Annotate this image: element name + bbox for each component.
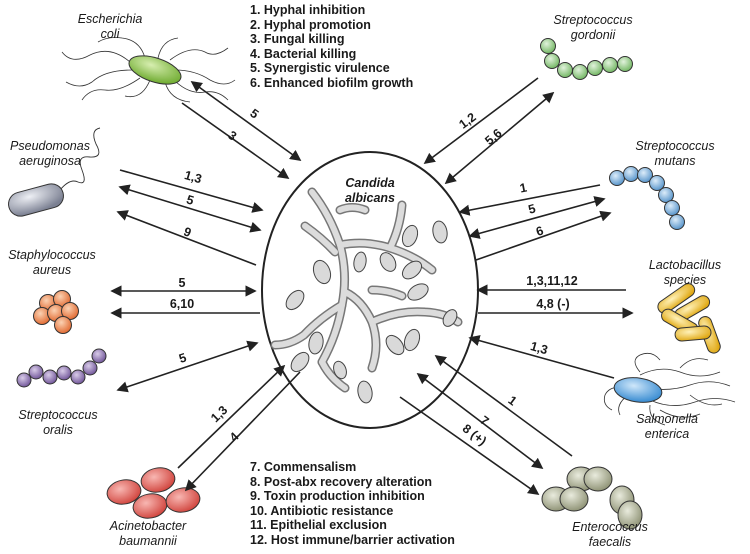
lactobacillus-name-line1: Lactobacillus: [648, 258, 722, 272]
legend-item: 6. Enhanced biofilm growth: [250, 75, 414, 90]
strep-oralis-name-line2: oralis: [43, 423, 73, 437]
arrow-pseudomonas-double: [118, 184, 262, 233]
strep-gordonii-name-line1: Streptococcus: [553, 13, 633, 27]
salmonella-body: [613, 377, 663, 403]
label-salmonella: Salmonella enterica: [617, 412, 717, 442]
strep-oralis-illustration: [16, 348, 107, 388]
label-oralis: 5: [177, 350, 188, 365]
hyphae-fill: [272, 189, 461, 391]
label-mutans-b: 5: [527, 201, 537, 216]
legend-item: 9. Toxin production inhibition: [250, 489, 425, 504]
label-strep-oralis: Streptococcus oralis: [8, 408, 108, 438]
legend-item: 5. Synergistic virulence: [250, 61, 390, 76]
acinetobacter-name-line1: Acinetobacter: [109, 519, 187, 533]
acinetobacter-name-line2: baumannii: [119, 534, 177, 548]
label-lacto-b: 4,8 (-): [536, 297, 569, 311]
strep-gordonii-name-line2: gordonii: [570, 28, 616, 42]
legend-item: 1. Hyphal inhibition: [250, 3, 366, 17]
arrow-e-coli-to-candida: [181, 102, 290, 179]
e-coli-illustration: [61, 37, 236, 103]
label-enterococcus-b: 7: [477, 413, 491, 428]
arrow-enterococcus-double: [416, 372, 544, 470]
pseudomonas-illustration: [8, 127, 101, 217]
candida-cell-group: [261, 151, 479, 429]
label-pseudomonas-c: 9: [182, 224, 194, 240]
lactobacillus-illustration: [657, 283, 721, 354]
interaction-arrows: [110, 77, 634, 495]
staphylococcus-illustration: [33, 290, 79, 334]
salmonella-name-line1: Salmonella: [636, 412, 698, 426]
legend-item: 12. Host immune/barrier activation: [250, 532, 455, 547]
candida-label-line2: albicans: [344, 191, 396, 205]
label-e-coli-a: 5: [247, 106, 261, 121]
label-strep-gordonii: Streptococcus gordonii: [543, 13, 643, 43]
label-acinetobacter: Acinetobacter baumannii: [98, 519, 198, 549]
arrow-candida-to-mutans: [475, 210, 612, 261]
arrow-acinetobacter-to-candida: [177, 364, 286, 469]
label-lactobacillus: Lactobacillus species: [630, 258, 740, 288]
label-staph-b: 6,10: [170, 297, 194, 311]
label-e-coli: Escherichia coli: [60, 12, 160, 42]
arrow-candida-to-enterococcus: [399, 396, 540, 495]
label-mutans-a: 1: [518, 181, 528, 196]
candida-label-line1: Candida: [345, 176, 395, 190]
enterococcus-name-line1: Enterococcus: [572, 520, 648, 534]
pseudomonas-name-line2: aeruginosa: [19, 154, 81, 168]
enterococcus-name-line2: faecalis: [588, 535, 632, 549]
yeast-cells: [285, 220, 458, 404]
arrow-oralis-double: [116, 340, 259, 393]
legend-item: 11. Epithelial exclusion: [250, 518, 387, 533]
enterococcus-illustration: [541, 466, 643, 530]
label-enterococcus-a: 1: [505, 393, 519, 408]
arrow-salmonella-to-candida: [468, 335, 615, 379]
arrow-gordonii-double: [444, 91, 555, 185]
strep-mutans-illustration: [609, 166, 685, 230]
e-coli-name-line2: coli: [100, 27, 120, 41]
e-coli-body: [128, 55, 182, 85]
candida-label: Candida albicans: [330, 176, 410, 206]
staphylococcus-name-line2: aureus: [32, 263, 72, 277]
legend-item: 8. Post-abx recovery alteration: [250, 474, 433, 489]
label-pseudomonas-a: 1,3: [183, 168, 204, 186]
label-staph-a: 5: [179, 276, 186, 290]
arrow-e-coli-double: [190, 81, 302, 161]
label-acinetobacter-b: 4: [227, 430, 242, 445]
arrow-candida-to-pseudomonas: [116, 210, 257, 266]
label-mutans-c: 6: [534, 223, 545, 239]
label-salmonella: 1,3: [529, 339, 550, 357]
legend-bottom: 7. Commensalism 8. Post-abx recovery alt…: [250, 460, 455, 548]
pseudomonas-name-line1: Pseudomonas: [10, 139, 90, 153]
label-strep-mutans: Streptococcus mutans: [625, 139, 725, 169]
legend-item: 2. Hyphal promotion: [250, 17, 371, 32]
label-pseudomonas: Pseudomonas aeruginosa: [0, 139, 100, 169]
acinetobacter-illustration: [106, 467, 201, 519]
legend-item: 3. Fungal killing: [250, 32, 345, 47]
label-enterococcus: Enterococcus faecalis: [555, 520, 665, 550]
strep-mutans-name-line1: Streptococcus: [635, 139, 715, 153]
strep-mutans-name-line2: mutans: [654, 154, 696, 168]
legend-item: 7. Commensalism: [250, 460, 357, 474]
strep-oralis-name-line1: Streptococcus: [18, 408, 98, 422]
legend-item: 4. Bacterial killing: [250, 46, 357, 61]
salmonella-name-line2: enterica: [644, 427, 690, 441]
label-gordonii-a: 1,2: [456, 110, 478, 132]
staphylococcus-name-line1: Staphylococcus: [8, 248, 96, 262]
e-coli-name-line1: Escherichia: [77, 12, 143, 26]
lactobacillus-name-line2: species: [663, 273, 707, 287]
label-staphylococcus: Staphylococcus aureus: [2, 248, 102, 278]
pseudomonas-body: [8, 183, 64, 217]
strep-gordonii-illustration: [540, 38, 633, 80]
arrow-mutans-double: [468, 196, 606, 239]
legend-item: 10. Antibiotic resistance: [250, 503, 394, 518]
salmonella-illustration: [603, 352, 736, 426]
label-lacto-a: 1,3,11,12: [526, 274, 577, 288]
arrow-enterococcus-to-candida: [434, 355, 573, 457]
label-gordonii-b: 5,6: [482, 126, 504, 148]
arrow-candida-to-acinetobacter: [184, 371, 301, 492]
label-pseudomonas-b: 5: [185, 192, 196, 207]
legend-top: 1. Hyphal inhibition 2. Hyphal promotion…: [250, 3, 413, 91]
